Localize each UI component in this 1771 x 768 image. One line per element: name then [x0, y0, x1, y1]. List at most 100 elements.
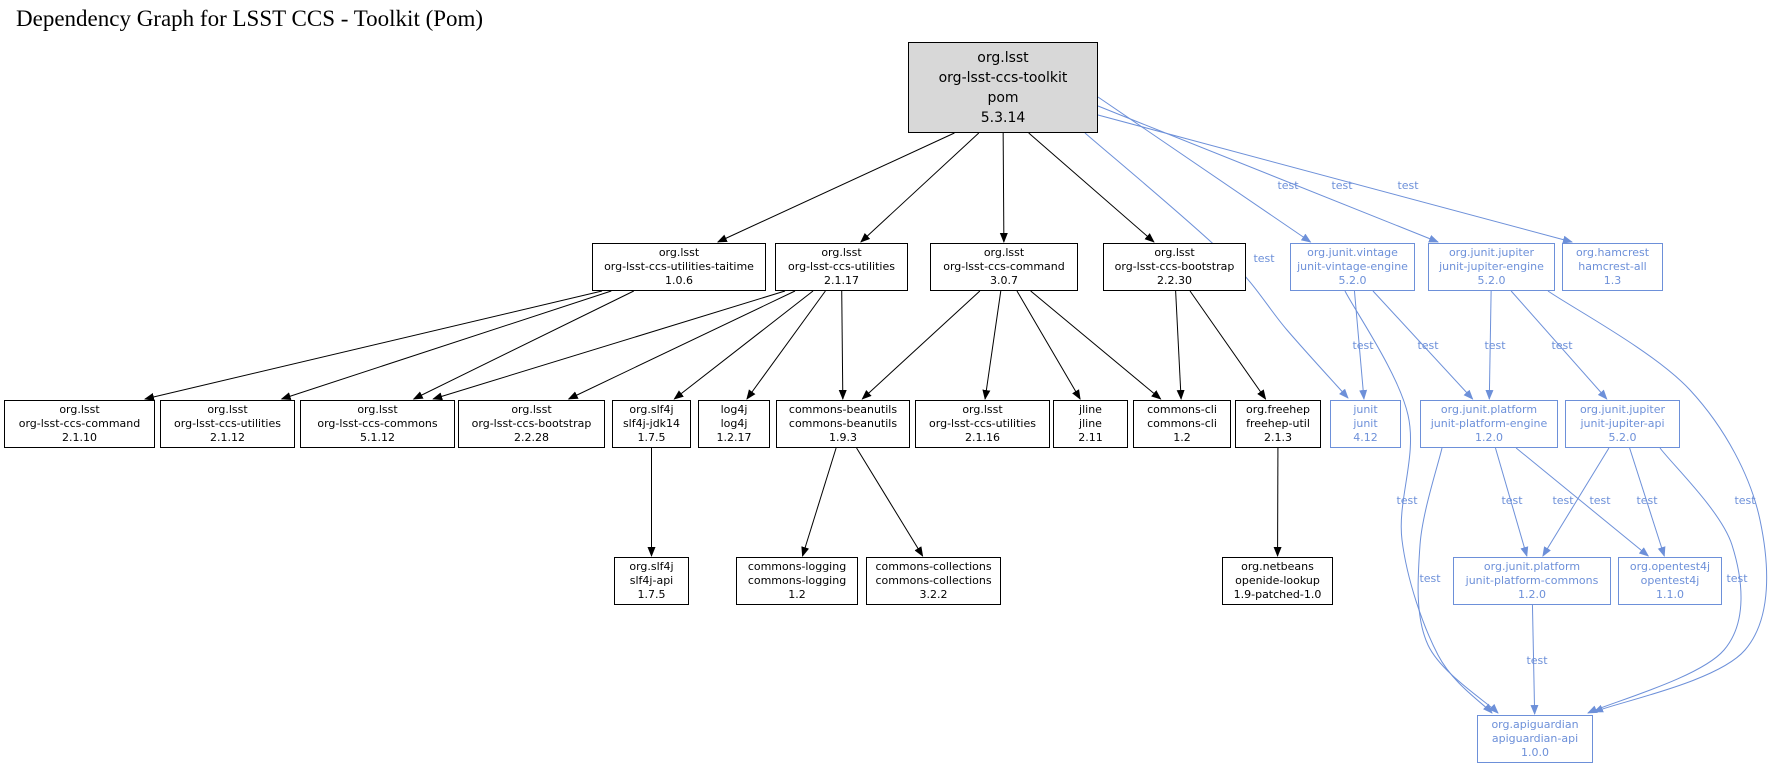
node-label-line: org-lsst-ccs-bootstrap: [1114, 260, 1235, 273]
node-label-line: log4j: [720, 403, 748, 416]
node-label-line: 5.2.0: [1608, 431, 1637, 444]
node-label-line: org-lsst-ccs-toolkit: [938, 69, 1068, 86]
edge-beanutils-to-commons-logging: [801, 447, 837, 557]
node-label-line: 4.12: [1353, 431, 1378, 444]
node-label-line: 5.1.12: [360, 431, 395, 444]
edge-command-307-to-jline: [1016, 290, 1081, 400]
edge-label-test: test: [1484, 339, 1506, 352]
node-label-line: org-lsst-ccs-commons: [317, 417, 438, 430]
node-label-line: org-lsst-ccs-utilities: [174, 417, 281, 430]
node-label-line: jline: [1079, 417, 1102, 430]
edge-label-test: test: [1734, 494, 1756, 507]
node-label-line: slf4j-jdk14: [622, 417, 681, 430]
node-label-line: log4j: [720, 417, 748, 430]
edge-platform-commons-to-apiguardian: [1530, 604, 1539, 715]
edge-root-to-bootstrap-2230: [1028, 132, 1155, 243]
node-label-line: junit-jupiter-engine: [1439, 260, 1544, 273]
node-label-line: 1.1.0: [1656, 588, 1684, 601]
edge-utilities-2117-to-log4j: [746, 290, 826, 400]
edge-root-to-junit412: [1084, 132, 1349, 399]
edge-utilities-2117-to-commons-5112: [432, 290, 786, 401]
node-label-line: 1.3: [1603, 274, 1622, 287]
graph-title: Dependency Graph for LSST CCS - Toolkit …: [16, 6, 484, 31]
node-label-line: openide-lookup: [1235, 574, 1320, 587]
edge-jupiter-api-to-platform-commons: [1542, 447, 1610, 557]
node-label-line: pom: [987, 89, 1019, 106]
edge-platform-engine-to-platform-commons: [1494, 447, 1529, 557]
node-label-line: junit-vintage-engine: [1297, 260, 1408, 273]
edge-beanutils-to-commons-collections: [856, 447, 924, 557]
node-label-line: 1.0.6: [665, 274, 693, 287]
edge-label-test: test: [1551, 339, 1573, 352]
node-label-line: 3.2.2: [919, 588, 948, 601]
edge-platform-engine-to-opentest4j: [1515, 447, 1650, 557]
node-label-line: org.lsst: [207, 403, 248, 416]
node-label-line: org.junit.platform: [1440, 403, 1538, 416]
edge-taitime-to-commons-5112: [412, 290, 634, 400]
edge-root-to-utilities-2117: [860, 132, 980, 243]
edge-root-to-taitime: [716, 132, 955, 243]
node-label-line: org-lsst-ccs-command: [943, 260, 1065, 273]
edge-jupiter-api-to-opentest4j: [1629, 447, 1666, 557]
edge-label-test: test: [1636, 494, 1658, 507]
edge-utilities-2117-to-beanutils: [838, 290, 847, 400]
edge-jupiter-api-to-apiguardian: [1587, 447, 1742, 714]
node-label-line: org.apiguardian: [1491, 718, 1579, 731]
node-label-line: org-lsst-ccs-utilities: [929, 417, 1036, 430]
edge-command-307-to-utilities-2116: [982, 290, 1002, 400]
node-label-line: opentest4j: [1640, 574, 1700, 587]
edge-jupiter-engine-to-apiguardian: [1547, 290, 1768, 713]
node-label-line: 2.1.3: [1264, 431, 1292, 444]
node-label-line: freehep-util: [1246, 417, 1310, 430]
node-label-line: org.lsst: [658, 246, 700, 259]
node-label-line: commons-cli: [1147, 417, 1217, 430]
node-label-line: apiguardian-api: [1491, 732, 1579, 745]
edge-label-test: test: [1396, 494, 1418, 507]
node-label-line: 1.9-patched-1.0: [1233, 588, 1322, 601]
node-label-line: 5.2.0: [1338, 274, 1367, 287]
node-label-line: junit: [1353, 403, 1378, 416]
node-label-line: 1.2: [788, 588, 806, 601]
node-label-line: commons-logging: [747, 574, 847, 587]
edge-vintage-to-junit412: [1353, 290, 1368, 400]
node-label-line: org.lsst: [983, 246, 1025, 259]
edge-vintage-to-apiguardian: [1344, 290, 1493, 714]
node-label-line: org.netbeans: [1241, 560, 1314, 573]
edge-platform-engine-to-apiguardian: [1417, 447, 1499, 714]
node-label-line: commons-beanutils: [788, 403, 898, 416]
edge-jupiter-engine-to-jupiter-api: [1510, 290, 1608, 400]
edge-bootstrap-2230-to-freehep: [1189, 290, 1267, 400]
edge-bootstrap-2230-to-commons-cli: [1175, 290, 1185, 400]
edge-label-test: test: [1552, 494, 1574, 507]
node-label-line: commons-cli: [1147, 403, 1217, 416]
